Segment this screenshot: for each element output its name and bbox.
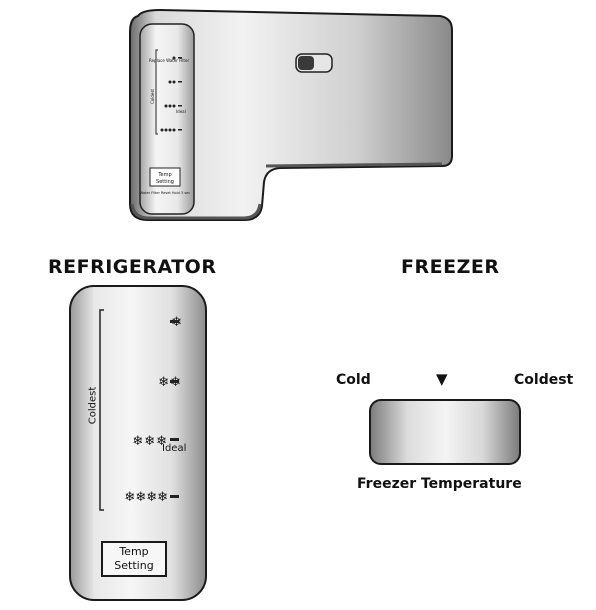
- coldest-side-label: Coldest: [87, 386, 99, 425]
- refrigerator-heading: REFRIGERATOR: [48, 256, 217, 278]
- level-row-2: ❄❄: [100, 371, 182, 390]
- temp-setting-line2: Setting: [114, 559, 154, 572]
- level-dash-4: [170, 495, 179, 498]
- housing-body: [129, 8, 453, 221]
- cold-label: Cold: [336, 372, 371, 388]
- mini-ideal-label: Ideal: [176, 109, 186, 114]
- coldest-bracket: [99, 309, 104, 511]
- ideal-label: Ideal: [162, 443, 187, 454]
- snowflake-icon: ❄❄❄❄: [124, 490, 168, 505]
- mini-coldest-label: Coldest: [150, 89, 155, 104]
- freezer-temperature-caption: Freezer Temperature: [357, 476, 522, 492]
- svg-text:Setting: Setting: [156, 179, 174, 185]
- refrigerator-control-panel: [69, 285, 207, 601]
- position-marker-icon: ▼: [436, 370, 448, 388]
- temp-setting-button[interactable]: Temp Setting: [101, 541, 167, 577]
- mini-control-panel: [139, 23, 195, 215]
- level-dash-3: [170, 438, 179, 441]
- mini-filter-reset-label: Water Filter Reset Hold 3 sec: [140, 191, 191, 195]
- snowflake-icon: ❄❄: [158, 375, 182, 390]
- temp-setting-line1: Temp: [119, 545, 149, 558]
- freezer-temperature-slider[interactable]: [368, 398, 522, 468]
- level-dash-2: [170, 380, 179, 383]
- svg-text:Temp: Temp: [157, 172, 171, 178]
- freezer-heading: FREEZER: [401, 256, 500, 278]
- control-housing-illustration: Replace Water Filter Coldest Ideal Temp …: [129, 8, 453, 221]
- level-row-4: ❄❄❄❄: [90, 486, 168, 505]
- snowflake-icon: ❄❄❄: [132, 434, 168, 449]
- coldest-label: Coldest: [514, 372, 574, 388]
- mini-temp-setting-button: [149, 167, 181, 187]
- level-row-3: ❄❄❄: [90, 430, 168, 449]
- level-dash-1: [170, 320, 179, 323]
- mini-replace-filter-label: Replace Water Filter: [149, 58, 189, 63]
- mini-level-indicators: [160, 56, 182, 132]
